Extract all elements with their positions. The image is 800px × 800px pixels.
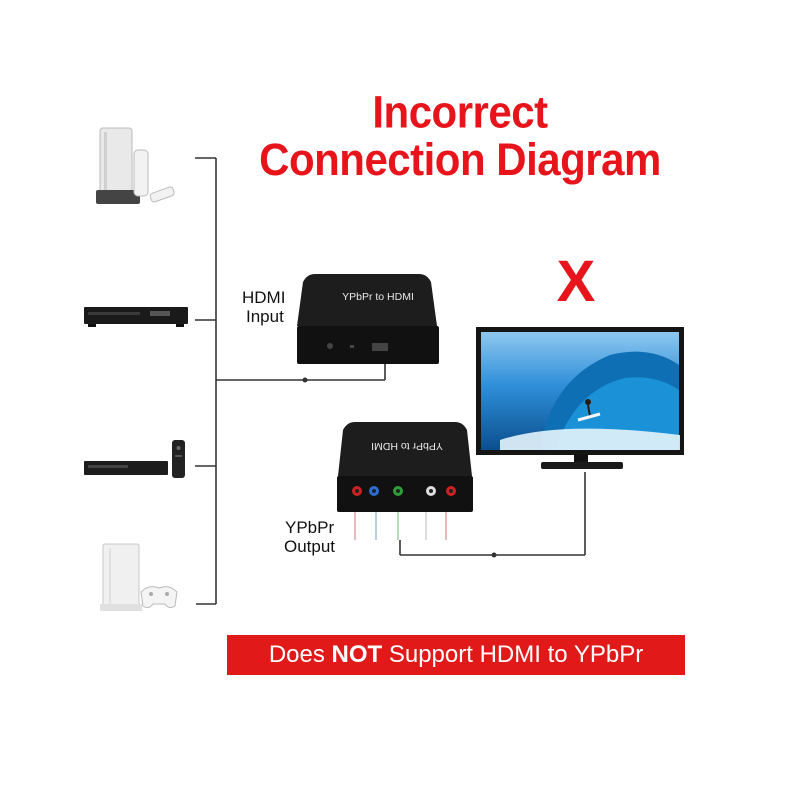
banner-text-before: Does <box>268 641 332 668</box>
warning-banner: Does NOT Support HDMI to YPbPr <box>227 635 685 675</box>
tv-monitor-icon <box>476 327 684 469</box>
converter-box-top <box>297 274 439 364</box>
bottom-box-label: YPbPr to HDMI <box>371 440 443 452</box>
top-box-label: YPbPr to HDMI <box>342 291 414 303</box>
title-line-2: Connection Diagram <box>259 133 661 185</box>
ypbpr-output-label-line2: Output <box>284 537 336 556</box>
incorrect-x-mark: X <box>556 249 596 314</box>
banner-text-bold: NOT <box>331 641 383 668</box>
ypbpr-output-label-line1: YPbPr <box>285 518 335 537</box>
hdmi-input-label: HDMI Input <box>242 288 285 326</box>
hdmi-input-label-line2: Input <box>246 307 284 326</box>
banner-text-after: Support HDMI to YPbPr <box>382 641 644 668</box>
ypbpr-output-label: YPbPr Output <box>284 518 336 556</box>
game-console-wii-icon <box>96 127 175 204</box>
connection-lines <box>195 157 586 605</box>
converter-box-bottom <box>337 422 473 540</box>
game-console-ps4-icon <box>100 543 178 611</box>
bluray-player-with-remote-icon <box>84 440 185 478</box>
dvd-player-icon <box>84 307 188 327</box>
diagram-title: Incorrect Connection Diagram <box>200 88 720 183</box>
title-line-1: Incorrect <box>372 86 548 138</box>
hdmi-input-label-line1: HDMI <box>242 288 286 307</box>
